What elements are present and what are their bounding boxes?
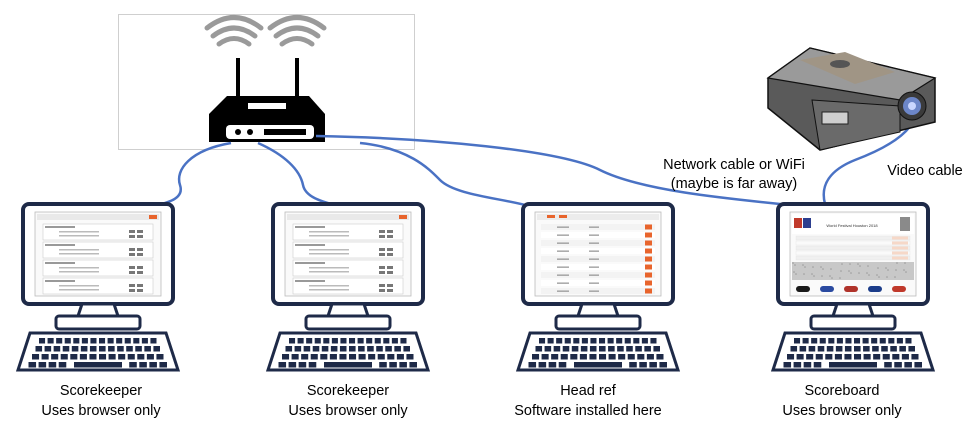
- caption-3: Head ref Software installed here: [505, 381, 671, 421]
- caption-1: Scorekeeper Uses browser only: [22, 381, 180, 421]
- caption-3-role: Head ref: [560, 383, 616, 399]
- caption-2-role: Scorekeeper: [306, 383, 390, 399]
- computer-2-icon: [265, 202, 431, 372]
- network-cable-note: Network cable or WiFi (maybe is far away…: [655, 156, 813, 194]
- network-note-line2: (maybe is far away): [670, 176, 798, 192]
- caption-3-note: Software installed here: [514, 403, 662, 419]
- caption-4: Scoreboard Uses browser only: [763, 381, 921, 421]
- scoreboard-title: World Festival Houston 2018: [826, 223, 878, 228]
- computer-4-screen: World Festival Houston 2018: [792, 214, 914, 292]
- caption-4-role: Scoreboard: [804, 383, 880, 399]
- network-note-line1: Network cable or WiFi: [663, 157, 805, 173]
- caption-4-note: Uses browser only: [782, 403, 902, 419]
- video-cable-label: Video cable: [887, 163, 963, 179]
- computer-3-icon: [515, 202, 681, 372]
- caption-2-note: Uses browser only: [288, 403, 408, 419]
- computer-1-screen: [37, 214, 159, 295]
- computer-1-icon: [15, 202, 181, 372]
- wifi-icon: [204, 15, 327, 47]
- computer-2-screen: [287, 214, 409, 295]
- caption-2: Scorekeeper Uses browser only: [269, 381, 427, 421]
- caption-1-note: Uses browser only: [41, 403, 161, 419]
- caption-1-role: Scorekeeper: [59, 383, 143, 399]
- computer-3-screen: [537, 214, 659, 294]
- computer-4-icon: World Festival Houston 2018: [770, 202, 936, 372]
- router-icon: [209, 58, 325, 142]
- projector-icon: [766, 47, 937, 151]
